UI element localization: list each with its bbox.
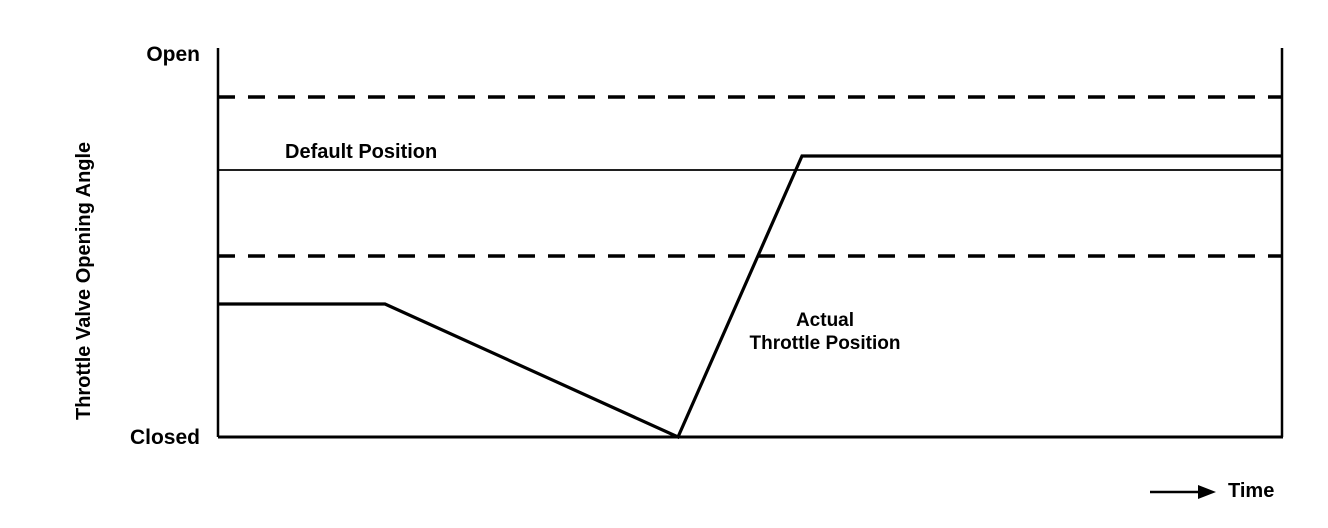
x-axis-title: Time (1228, 480, 1275, 502)
y-axis-title: Throttle Valve Opening Angle (73, 141, 95, 420)
y-axis-bottom-tick-label: Closed (129, 426, 200, 449)
y-axis-top-tick-label: Open (146, 43, 200, 66)
actual-throttle-annotation-line1: Actual (795, 310, 855, 331)
actual-throttle-position-annotation: Actual Throttle Position (730, 310, 920, 356)
time-arrow-head-icon (1198, 485, 1216, 499)
actual-throttle-position-curve (218, 154, 1282, 440)
actual-throttle-annotation-line2: Throttle Position (749, 332, 901, 354)
default-position-annotation: Default Position (285, 141, 438, 163)
